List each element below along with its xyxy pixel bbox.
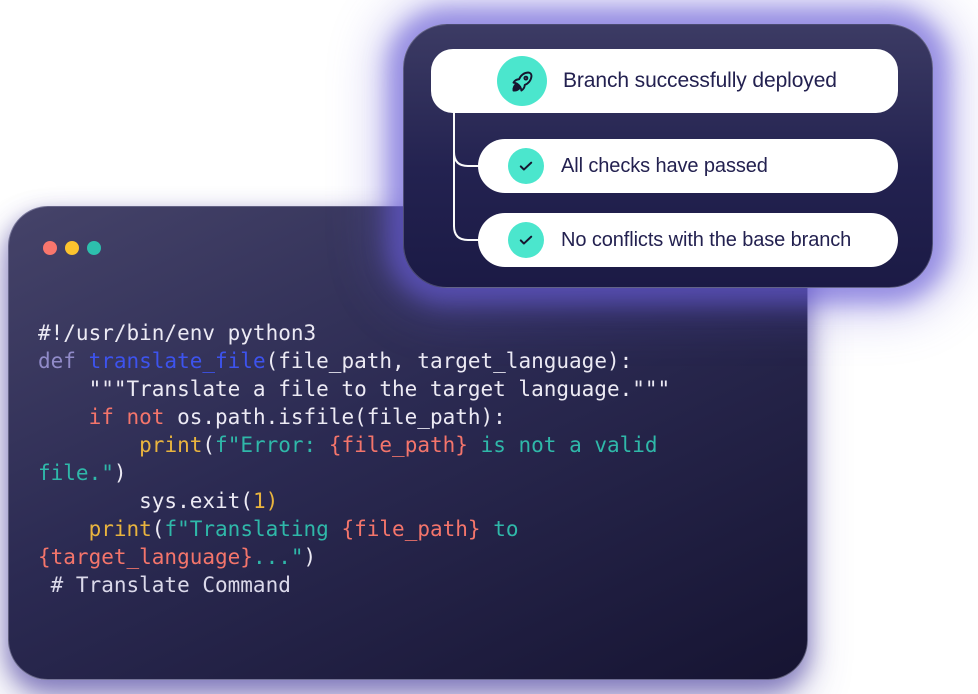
traffic-light-minimize[interactable] <box>65 241 79 255</box>
code-block: #!/usr/bin/env python3 def translate_fil… <box>38 321 671 597</box>
traffic-light-zoom[interactable] <box>87 241 101 255</box>
check-icon <box>508 148 544 184</box>
window-titlebar <box>43 241 101 255</box>
status-card-label: All checks have passed <box>561 154 768 177</box>
status-card-conflicts: No conflicts with the base branch <box>478 213 898 267</box>
check-icon <box>508 222 544 258</box>
status-card-label: No conflicts with the base branch <box>561 228 852 251</box>
status-card-label: Branch successfully deployed <box>563 69 837 92</box>
traffic-light-close[interactable] <box>43 241 57 255</box>
rocket-icon <box>497 56 547 106</box>
deploy-status-panel: Branch successfully deployed All checks … <box>403 24 933 288</box>
status-card-checks: All checks have passed <box>478 139 898 193</box>
status-card-deployed: Branch successfully deployed <box>431 49 898 113</box>
